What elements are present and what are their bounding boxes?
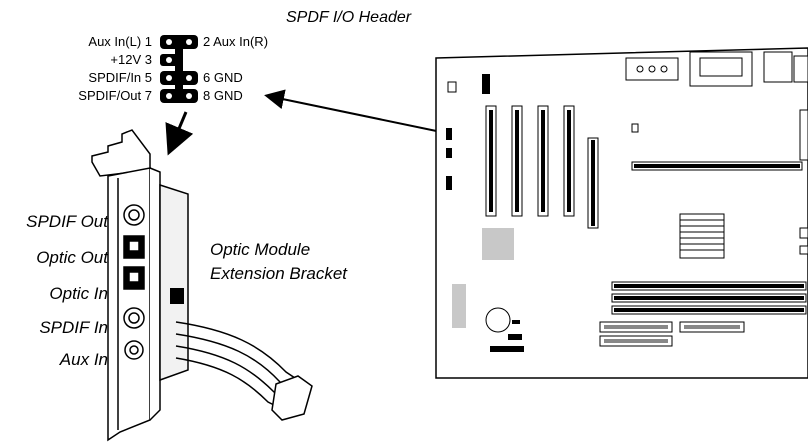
extension-bracket <box>91 129 313 442</box>
header-title: SPDF I/O Header <box>286 9 412 26</box>
port-label-aux-in: Aux In <box>59 350 108 369</box>
port-label-spdif-in: SPDIF In <box>39 318 108 337</box>
pin-label-8: 8 GND <box>203 88 243 103</box>
pin-label-7: SPDIF/Out 7 <box>78 88 152 103</box>
arrow-header-to-bracket <box>165 111 194 156</box>
cmos-battery <box>485 307 511 333</box>
motherboard <box>435 47 808 379</box>
port-label-spdif-out: SPDIF Out <box>26 212 108 231</box>
pin-label-2: 2 Aux In(R) <box>203 34 269 49</box>
port-label-optic-in: Optic In <box>49 284 108 303</box>
bracket-title-line1: Optic Module <box>210 240 311 259</box>
pin-label-5: SPDIF/In 5 <box>88 70 152 85</box>
pin-label-1: Aux In(L) 1 <box>88 34 152 49</box>
arrow-board-to-header <box>264 89 447 134</box>
heatsink <box>679 213 725 259</box>
header-connector <box>160 35 198 103</box>
bracket-title-line2: Extension Bracket <box>210 264 348 283</box>
pin-label-3: +12V 3 <box>110 52 152 67</box>
port-label-optic-out: Optic Out <box>36 248 108 267</box>
pin-label-6: 6 GND <box>203 70 243 85</box>
